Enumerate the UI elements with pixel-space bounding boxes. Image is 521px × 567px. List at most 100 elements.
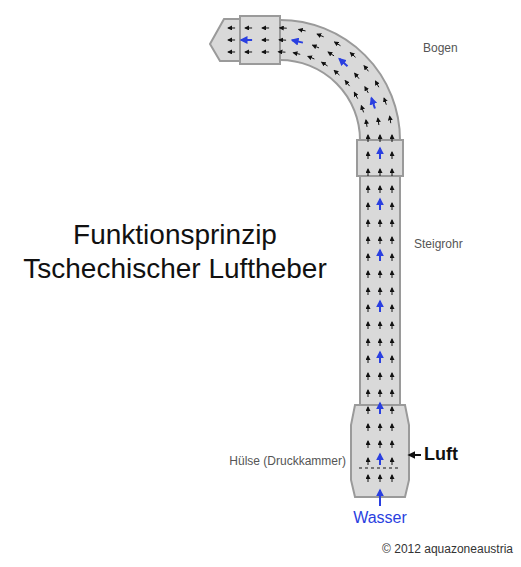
flow-arrow (228, 51, 235, 52)
flow-arrow (365, 87, 368, 93)
flow-arrow (380, 424, 381, 431)
flow-arrow (368, 254, 369, 261)
flow-arrow (380, 186, 381, 193)
flow-arrow (262, 51, 269, 52)
flow-arrow (368, 288, 369, 295)
flow-arrow (368, 458, 369, 465)
flow-arrow (380, 135, 381, 142)
sleeve-chamber (351, 405, 409, 497)
flow-arrow (392, 441, 393, 448)
flow-arrow (392, 475, 393, 482)
flow-arrow (379, 250, 381, 261)
flow-arrow (368, 390, 369, 397)
flow-arrow (350, 53, 355, 58)
pipe-outlet (210, 19, 242, 61)
flow-arrow (392, 373, 393, 380)
flow-arrow (345, 81, 349, 87)
flow-arrow (380, 322, 381, 329)
flow-arrow (228, 39, 235, 40)
flow-arrow (379, 301, 381, 312)
flow-arrow (392, 288, 393, 295)
flow-arrow (368, 373, 369, 380)
flow-arrow (368, 305, 369, 312)
flow-arrow (392, 305, 393, 312)
flow-arrow (375, 81, 378, 87)
flow-arrow (392, 203, 393, 210)
flow-arrow (278, 51, 285, 52)
flow-arrow (392, 186, 393, 193)
flow-arrow (392, 390, 393, 397)
flow-arrow (380, 169, 381, 176)
flow-arrow (262, 27, 269, 28)
flow-arrow (392, 356, 393, 363)
flow-arrow (380, 475, 381, 482)
flow-arrow (368, 322, 369, 329)
copyright-note: © 2012 aquazoneaustria (382, 543, 513, 557)
flow-arrow (368, 237, 369, 244)
flow-arrow (392, 135, 393, 142)
part-label: Bogen (423, 42, 458, 56)
flow-arrow (380, 288, 381, 295)
water-arrow (379, 490, 381, 506)
flow-arrow (292, 40, 303, 42)
flow-arrow (368, 339, 369, 346)
flow-arrow (379, 199, 381, 210)
flow-arrow (379, 454, 381, 465)
flow-arrow (380, 441, 381, 448)
diagram-title: Funktionsprinzip Tschechischer Luftheber (4, 218, 346, 285)
flow-arrow (334, 70, 339, 75)
flow-arrow (328, 52, 334, 56)
flow-arrow (368, 135, 369, 142)
flow-arrow (335, 42, 341, 46)
part-label: Hülse (Druckkammer) (229, 455, 346, 469)
flow-arrow (368, 220, 369, 227)
flow-arrow (368, 475, 369, 482)
flow-arrow (368, 152, 369, 159)
flow-arrow (379, 403, 381, 414)
flow-arrow (355, 73, 359, 79)
flow-arrow (371, 98, 375, 108)
flow-arrow (392, 458, 393, 465)
flow-arrow (368, 169, 369, 176)
flow-arrow (279, 39, 286, 40)
inlet-label: Wasser (353, 509, 407, 527)
flow-arrow (262, 39, 269, 40)
flow-arrow (368, 271, 369, 278)
lower-coupling (357, 140, 403, 176)
flow-arrow (245, 27, 252, 28)
part-label: Steigrohr (414, 238, 463, 252)
flow-arrow (368, 407, 369, 414)
flow-arrow (368, 203, 369, 210)
flow-arrow (380, 237, 381, 244)
flow-arrow (392, 152, 393, 159)
flow-arrow (384, 98, 386, 105)
flow-arrow (392, 339, 393, 346)
flow-arrow (392, 407, 393, 414)
flow-arrow (392, 169, 393, 176)
flow-arrow (317, 34, 323, 37)
flow-arrow (378, 118, 379, 125)
flow-arrow (390, 116, 391, 123)
flow-arrow (392, 254, 393, 261)
flow-arrow (339, 59, 347, 66)
flow-arrow (392, 322, 393, 329)
flow-arrow (392, 424, 393, 431)
flow-arrow (380, 220, 381, 227)
flow-arrow (245, 51, 252, 52)
flow-arrow (368, 356, 369, 363)
flow-arrow (379, 148, 381, 159)
inlet-label: Luft (424, 444, 458, 465)
flow-arrow (380, 390, 381, 397)
flow-arrow (354, 92, 357, 98)
air-arrow (409, 454, 421, 456)
flow-arrow (392, 220, 393, 227)
flow-arrow (368, 441, 369, 448)
flow-arrow (368, 424, 369, 431)
flow-arrow (280, 27, 287, 28)
flow-arrow (361, 106, 363, 113)
flow-arrow (228, 27, 235, 28)
flow-arrow (368, 186, 369, 193)
flow-arrow (293, 53, 300, 55)
upper-coupling (240, 16, 280, 64)
